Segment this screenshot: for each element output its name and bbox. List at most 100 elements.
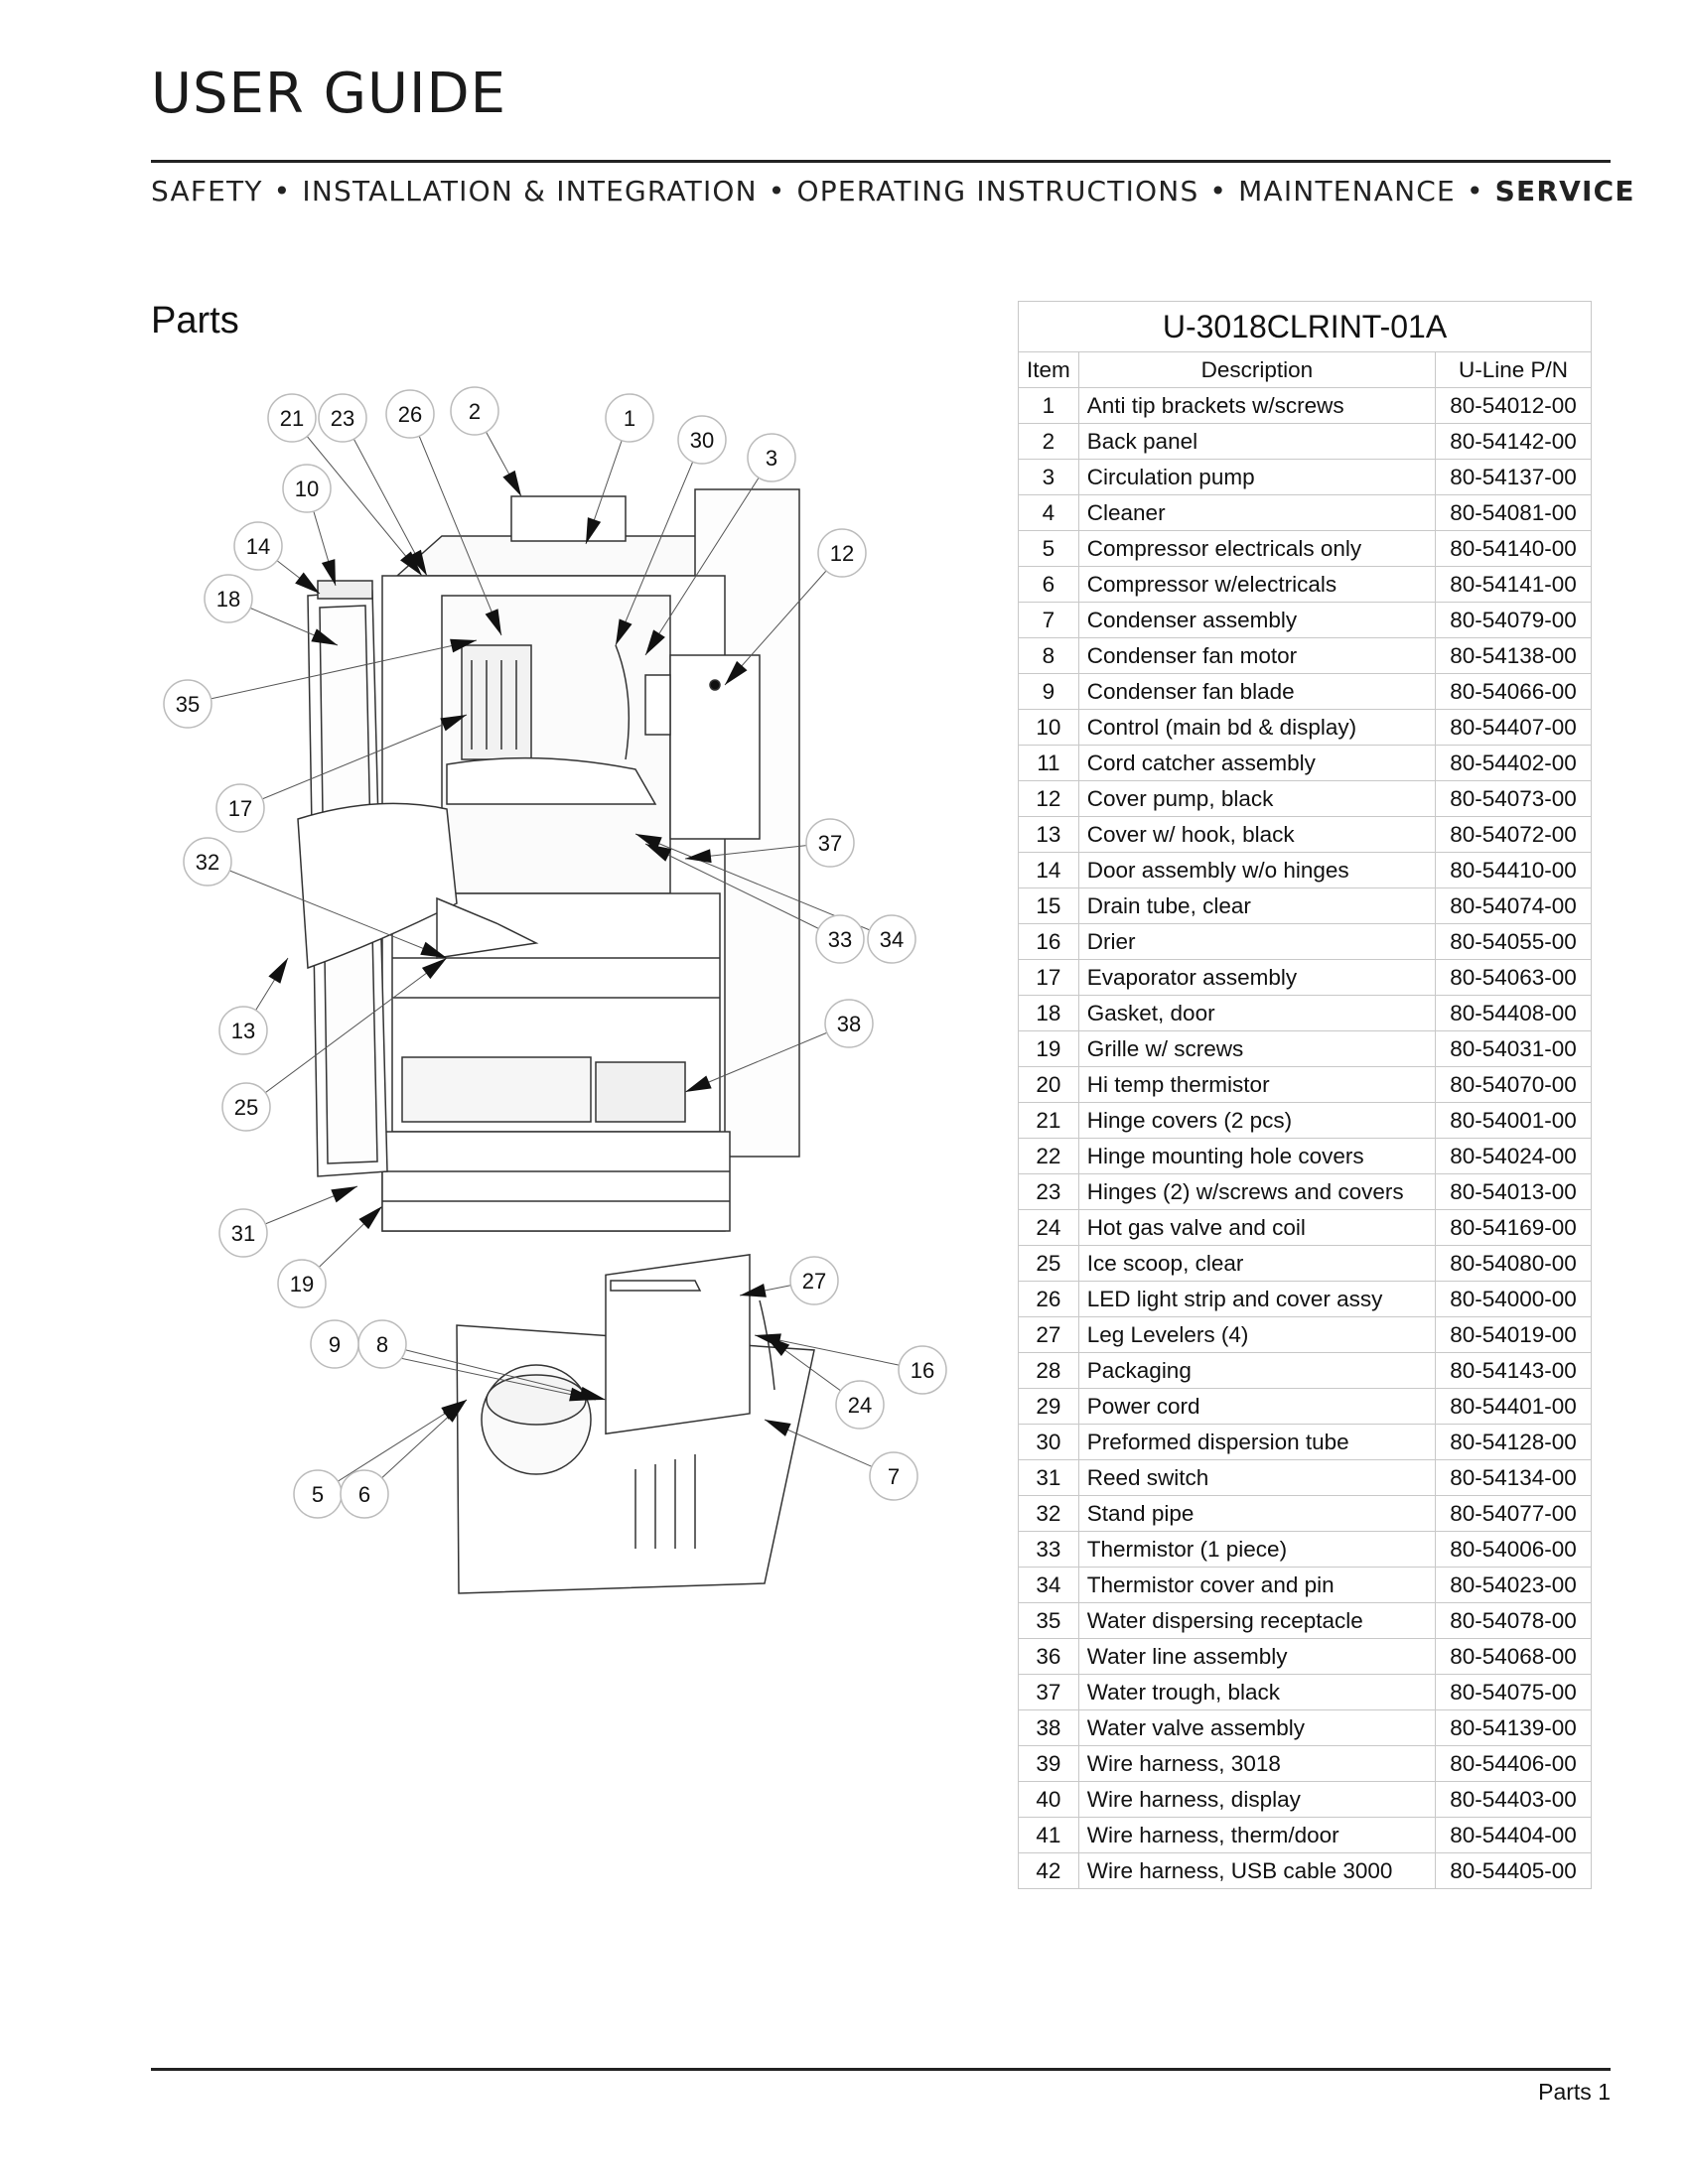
part-description: Power cord: [1077, 1388, 1437, 1425]
header-rule: [151, 160, 1611, 163]
item-number: 39: [1018, 1745, 1079, 1782]
leader-line: [317, 1399, 468, 1495]
callout-circle: [282, 464, 332, 513]
callout-number: 31: [231, 1221, 255, 1246]
callout-number: 3: [766, 446, 777, 471]
item-number: 11: [1018, 745, 1079, 781]
callout-bubble: 38: [824, 999, 874, 1048]
leader-arrowhead: [311, 628, 338, 645]
leader-line: [291, 417, 423, 577]
callout-bubble: 6: [340, 1469, 389, 1519]
part-number: 80-54080-00: [1435, 1245, 1592, 1282]
part-description: Hinges (2) w/screws and covers: [1077, 1173, 1437, 1210]
column-header-part-number: U-Line P/N: [1435, 351, 1592, 388]
control-board: [401, 1056, 592, 1123]
parts-table: U-3018CLRINT-01A Item Description U-Line…: [1018, 301, 1592, 1889]
part-description: Packaging: [1077, 1352, 1437, 1389]
item-number: 13: [1018, 816, 1079, 853]
item-number: 22: [1018, 1138, 1079, 1174]
leader-arrowhead: [645, 844, 672, 862]
item-number: 31: [1018, 1459, 1079, 1496]
callout-number: 27: [802, 1269, 826, 1294]
callout-circle: [340, 1469, 389, 1519]
item-number: 25: [1018, 1245, 1079, 1282]
callout-circle: [898, 1345, 947, 1395]
callout-bubble: 2: [450, 386, 499, 436]
callout-bubble: 5: [293, 1469, 343, 1519]
item-number: 7: [1018, 602, 1079, 638]
part-number: 80-54142-00: [1435, 423, 1592, 460]
part-description: Stand pipe: [1077, 1495, 1437, 1532]
part-number: 80-54012-00: [1435, 387, 1592, 424]
part-number: 80-54031-00: [1435, 1030, 1592, 1067]
part-description: Hi temp thermistor: [1077, 1066, 1437, 1103]
item-number: 9: [1018, 673, 1079, 710]
part-number: 80-54073-00: [1435, 780, 1592, 817]
callout-number: 34: [880, 927, 904, 952]
leader-arrowhead: [450, 638, 477, 653]
callout-circle: [835, 1380, 885, 1430]
nav-separator: •: [273, 175, 292, 207]
part-description: Cleaner: [1077, 494, 1437, 531]
part-number: 80-54001-00: [1435, 1102, 1592, 1139]
part-description: Ice scoop, clear: [1077, 1245, 1437, 1282]
callout-number: 8: [376, 1332, 388, 1357]
callout-circle: [789, 1256, 839, 1305]
part-description: Water trough, black: [1077, 1674, 1437, 1710]
item-number: 37: [1018, 1674, 1079, 1710]
part-number: 80-54068-00: [1435, 1638, 1592, 1675]
callout-circle: [163, 679, 212, 729]
part-description: Anti tip brackets w/screws: [1077, 387, 1437, 424]
callout-number: 9: [329, 1332, 341, 1357]
callout-bubble: 27: [789, 1256, 839, 1305]
callout-number: 24: [848, 1393, 872, 1418]
item-number: 18: [1018, 995, 1079, 1031]
callout-number: 23: [331, 406, 354, 431]
callout-number: 7: [888, 1464, 900, 1489]
part-number: 80-54403-00: [1435, 1781, 1592, 1818]
nav-item: MAINTENANCE: [1238, 175, 1456, 207]
callout-bubble: 31: [218, 1208, 268, 1258]
item-number: 38: [1018, 1709, 1079, 1746]
leader-arrowhead: [421, 958, 447, 980]
evaporator: [461, 644, 532, 760]
part-number: 80-54079-00: [1435, 602, 1592, 638]
part-description: Gasket, door: [1077, 995, 1437, 1031]
part-description: Compressor electricals only: [1077, 530, 1437, 567]
part-description: Wire harness, USB cable 3000: [1077, 1852, 1437, 1889]
callout-circle: [824, 999, 874, 1048]
callout-circle: [218, 1006, 268, 1055]
item-number: 29: [1018, 1388, 1079, 1425]
part-number: 80-54070-00: [1435, 1066, 1592, 1103]
callout-bubble: 17: [215, 783, 265, 833]
callout-circle: [677, 415, 727, 465]
item-number: 21: [1018, 1102, 1079, 1139]
part-number: 80-54063-00: [1435, 959, 1592, 996]
nav-separator: •: [1466, 175, 1484, 207]
item-number: 4: [1018, 494, 1079, 531]
item-number: 16: [1018, 923, 1079, 960]
leader-arrowhead: [400, 551, 422, 576]
part-description: Reed switch: [1077, 1459, 1437, 1496]
part-description: Hot gas valve and coil: [1077, 1209, 1437, 1246]
part-number: 80-54075-00: [1435, 1674, 1592, 1710]
back-panel: [510, 495, 627, 542]
part-number: 80-54404-00: [1435, 1817, 1592, 1853]
part-number: 80-54000-00: [1435, 1281, 1592, 1317]
item-number: 15: [1018, 887, 1079, 924]
part-description: Water valve assembly: [1077, 1709, 1437, 1746]
